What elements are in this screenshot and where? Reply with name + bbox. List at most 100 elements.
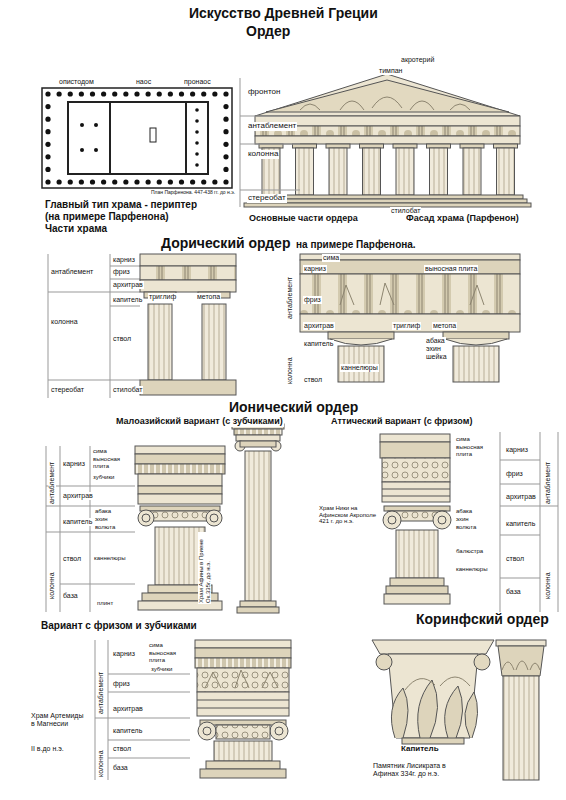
column-dot — [212, 179, 217, 184]
column-dot — [134, 91, 139, 96]
part-label: акротерий — [400, 56, 435, 64]
column-shaft — [463, 148, 481, 195]
part-label: Храм Ники на Афинском Акрополе 421 г. до… — [318, 505, 380, 525]
part-label: ствол — [62, 555, 82, 563]
capital — [427, 144, 451, 148]
column-dot — [201, 91, 206, 96]
part-label: сима — [322, 254, 340, 262]
part-label: антаблемент — [50, 268, 94, 276]
capital — [494, 144, 518, 148]
column-dot — [223, 142, 228, 147]
section-heading: Коринфский ордер — [415, 612, 550, 627]
part-label: триглиф — [148, 293, 177, 301]
part-label: колонна — [97, 749, 105, 778]
part-label: эхин — [455, 516, 470, 523]
column-shaft — [396, 148, 414, 195]
part-label: II в.до н.э. — [30, 745, 65, 753]
part-label: капитель — [62, 518, 93, 526]
part-label: Храм Артемиды в Магнесии — [30, 712, 87, 727]
column-dot — [45, 167, 50, 172]
column-dot — [223, 117, 228, 122]
column-dot — [146, 91, 151, 96]
part-label: фриз — [505, 470, 524, 478]
section-heading: Дорический ордер — [160, 236, 291, 251]
section-heading: Малоазийский вариант (с зубчиками) — [115, 417, 284, 427]
part-label: база — [505, 588, 522, 596]
column-dot — [223, 129, 228, 134]
part-label: ствол — [112, 745, 132, 753]
part-label: архитрав — [112, 705, 144, 713]
column-dot — [195, 119, 199, 123]
part-label: колонна — [544, 571, 552, 600]
part-label: стереобат — [247, 194, 287, 203]
part-label: сима — [455, 436, 471, 443]
section-heading: Фасад храма (Парфенон) — [405, 214, 520, 224]
part-label: база — [62, 592, 79, 600]
part-label: фронтон — [247, 88, 281, 97]
column-dot — [80, 148, 84, 152]
column-shaft — [430, 148, 448, 195]
capital — [393, 144, 417, 148]
column-dot — [223, 104, 228, 109]
part-label: карниз — [505, 446, 529, 454]
part-label: фриз — [112, 268, 131, 276]
column-dot — [123, 179, 128, 184]
column-dot — [190, 91, 195, 96]
part-label: колонна — [247, 150, 279, 159]
column-dot — [157, 91, 162, 96]
part-label: ствол — [505, 555, 525, 563]
part-label: фриз — [112, 680, 131, 688]
part-label: колонна — [50, 318, 79, 326]
part-label: выносная плита — [455, 444, 499, 457]
part-label: выносная плита — [148, 650, 190, 663]
section-heading: Ионический ордер — [228, 400, 359, 415]
part-label: абака — [94, 508, 112, 515]
part-label: ствол — [303, 376, 323, 384]
column-dot — [112, 91, 117, 96]
part-label: метопа — [432, 322, 457, 330]
part-label: наос — [135, 78, 152, 86]
part-label: архитрав — [505, 493, 537, 501]
column-dot — [195, 152, 199, 156]
column-dot — [123, 91, 128, 96]
part-label: антаблемент — [544, 461, 552, 505]
part-label: шейка — [425, 353, 448, 361]
column-dot — [57, 179, 62, 184]
part-label: сима — [92, 448, 108, 455]
column-dot — [134, 179, 139, 184]
part-label: архитрав — [112, 281, 144, 289]
part-label: антаблемент — [48, 461, 56, 505]
column-dot — [94, 123, 98, 127]
column-dot — [179, 179, 184, 184]
part-label: метопа — [196, 293, 221, 301]
column-dot — [68, 179, 73, 184]
column-dot — [90, 179, 95, 184]
part-label: антаблемент — [286, 276, 294, 320]
part-label: абака — [425, 337, 446, 345]
column-dot — [101, 179, 106, 184]
column-dot — [157, 179, 162, 184]
part-label: каннелюры — [340, 364, 379, 372]
column-shaft — [497, 148, 515, 195]
column-dot — [112, 179, 117, 184]
part-label: архитрав — [303, 322, 335, 330]
column-dot — [90, 91, 95, 96]
column-dot — [146, 179, 151, 184]
part-label: фриз — [303, 296, 322, 304]
part-label: карниз — [62, 460, 86, 468]
part-label: антаблемент — [247, 122, 297, 131]
part-label: ствол — [112, 335, 132, 343]
part-label: выносная плита — [92, 456, 124, 469]
part-label: архитрав — [62, 492, 94, 500]
column-dot — [45, 179, 50, 184]
capital — [326, 144, 350, 148]
section-heading: Капитель — [400, 745, 440, 754]
capital — [259, 144, 283, 148]
column-dot — [195, 163, 199, 167]
part-label: зубчики — [150, 666, 173, 673]
part-label: плинт — [96, 600, 114, 607]
column-dot — [45, 142, 50, 147]
capital — [293, 144, 317, 148]
part-label: План Парфенона. 447-438 гг. до н.э. — [150, 190, 236, 196]
